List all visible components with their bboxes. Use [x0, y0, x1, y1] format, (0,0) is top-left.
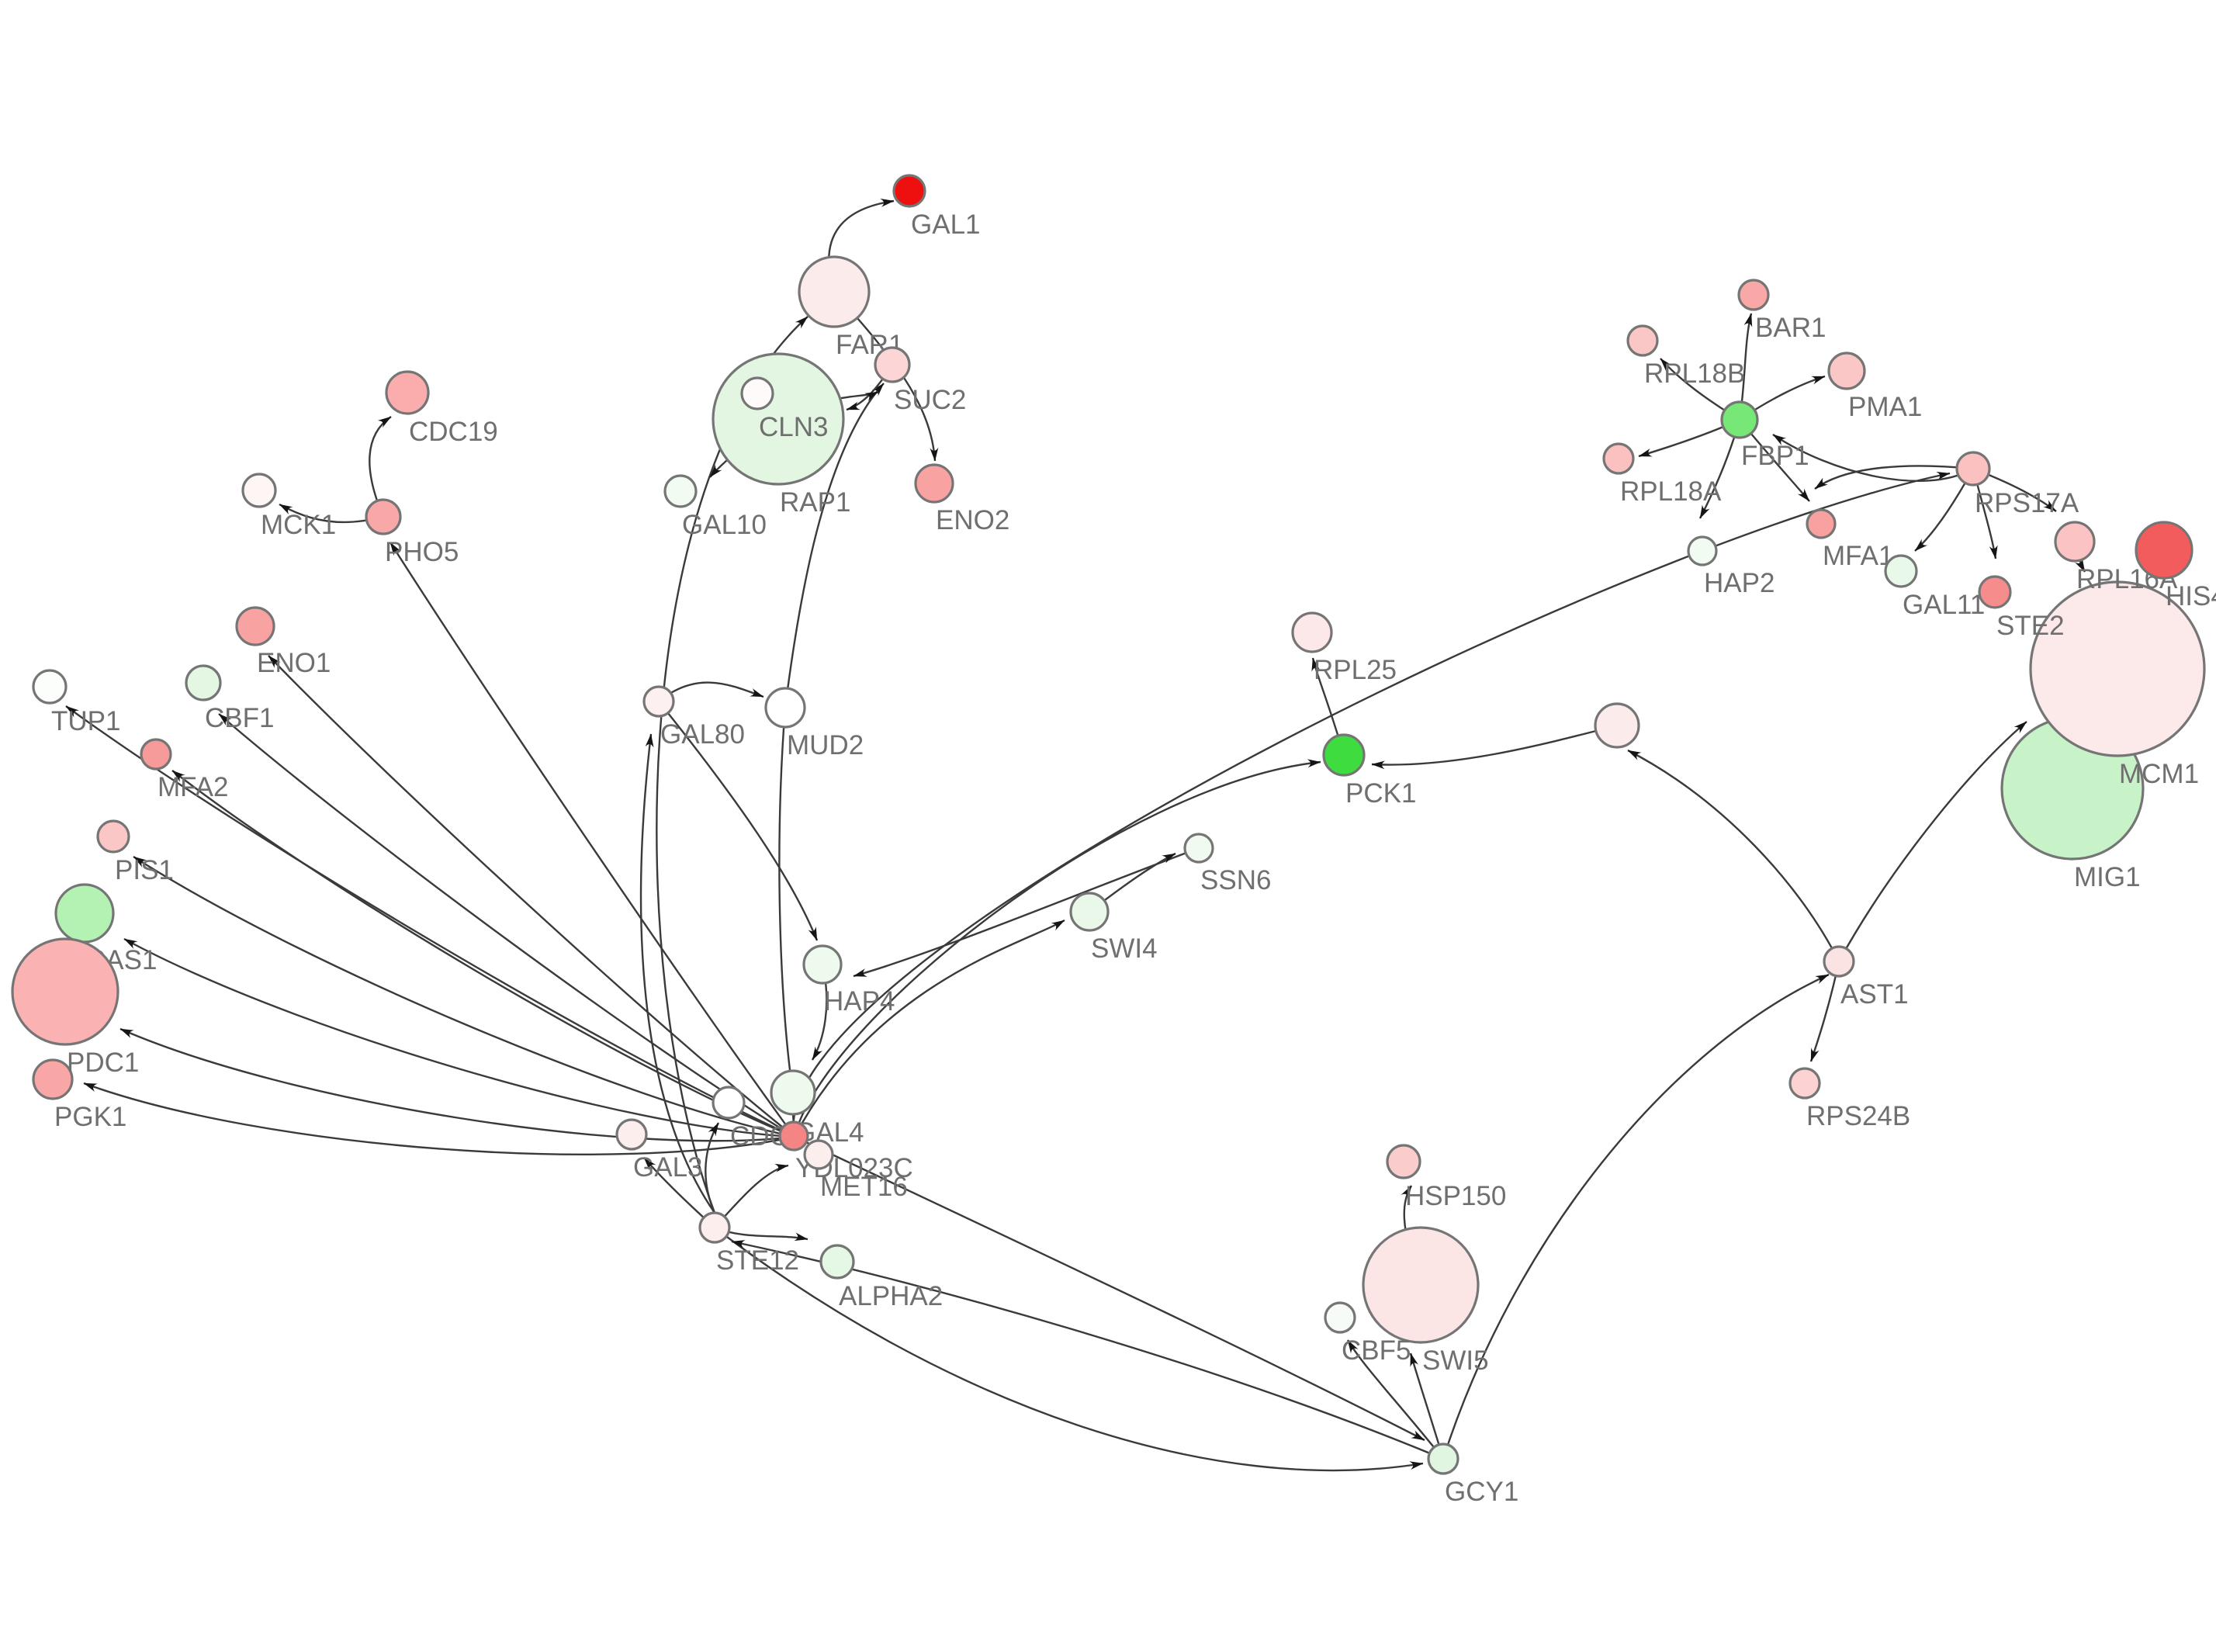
- svg-text:RAP1: RAP1: [780, 487, 850, 518]
- svg-text:TUP1: TUP1: [51, 706, 120, 736]
- svg-text:SWI4: SWI4: [1091, 933, 1158, 964]
- svg-text:STE2: STE2: [1996, 611, 2065, 641]
- svg-text:HAP4: HAP4: [824, 986, 895, 1016]
- svg-text:CDC19: CDC19: [409, 417, 498, 447]
- svg-text:ENO2: ENO2: [936, 505, 1009, 535]
- svg-text:PHO5: PHO5: [385, 537, 459, 567]
- svg-text:MET16: MET16: [820, 1172, 908, 1202]
- svg-text:GAL1: GAL1: [911, 210, 981, 240]
- svg-text:RPL18B: RPL18B: [1644, 358, 1745, 389]
- svg-text:PDC1: PDC1: [67, 1048, 139, 1078]
- svg-text:GAL11: GAL11: [1903, 590, 1985, 620]
- svg-text:MCM1: MCM1: [2119, 759, 2199, 789]
- svg-text:CBF1: CBF1: [205, 703, 274, 733]
- svg-text:HIS4: HIS4: [2166, 581, 2216, 611]
- svg-text:SSN6: SSN6: [1200, 865, 1271, 895]
- svg-text:GAL10: GAL10: [682, 510, 767, 540]
- svg-text:PCK1: PCK1: [1345, 778, 1416, 809]
- svg-text:RPS24B: RPS24B: [1806, 1101, 1910, 1131]
- svg-text:PGK1: PGK1: [54, 1102, 126, 1132]
- svg-text:MUD2: MUD2: [787, 730, 864, 760]
- svg-text:HSP150: HSP150: [1405, 1181, 1506, 1211]
- svg-text:FBP1: FBP1: [1741, 441, 1809, 471]
- svg-text:PIS1: PIS1: [115, 855, 174, 885]
- svg-text:GCY1: GCY1: [1445, 1477, 1518, 1507]
- svg-text:HAP2: HAP2: [1704, 568, 1775, 598]
- svg-text:MCK1: MCK1: [261, 510, 336, 540]
- svg-text:MFA1: MFA1: [1823, 541, 1893, 571]
- svg-text:PMA1: PMA1: [1848, 392, 1922, 422]
- svg-text:GAL3: GAL3: [633, 1152, 703, 1183]
- svg-text:RPS17A: RPS17A: [1975, 488, 2079, 518]
- svg-text:MIG1: MIG1: [2074, 862, 2141, 892]
- svg-text:AST1: AST1: [1840, 979, 1909, 1010]
- svg-text:ENO1: ENO1: [257, 648, 331, 678]
- svg-text:BAR1: BAR1: [1755, 313, 1826, 343]
- svg-text:SUC2: SUC2: [894, 385, 966, 415]
- svg-text:GAL80: GAL80: [660, 719, 745, 750]
- svg-text:RPL18A: RPL18A: [1620, 476, 1722, 507]
- svg-text:CBF5: CBF5: [1342, 1335, 1411, 1366]
- svg-text:STE12: STE12: [716, 1245, 799, 1276]
- svg-text:CLN3: CLN3: [759, 412, 828, 442]
- svg-text:RPL25: RPL25: [1314, 655, 1397, 685]
- svg-text:MFA2: MFA2: [158, 772, 228, 802]
- svg-text:ALPHA2: ALPHA2: [839, 1281, 943, 1311]
- svg-text:SWI5: SWI5: [1422, 1345, 1489, 1376]
